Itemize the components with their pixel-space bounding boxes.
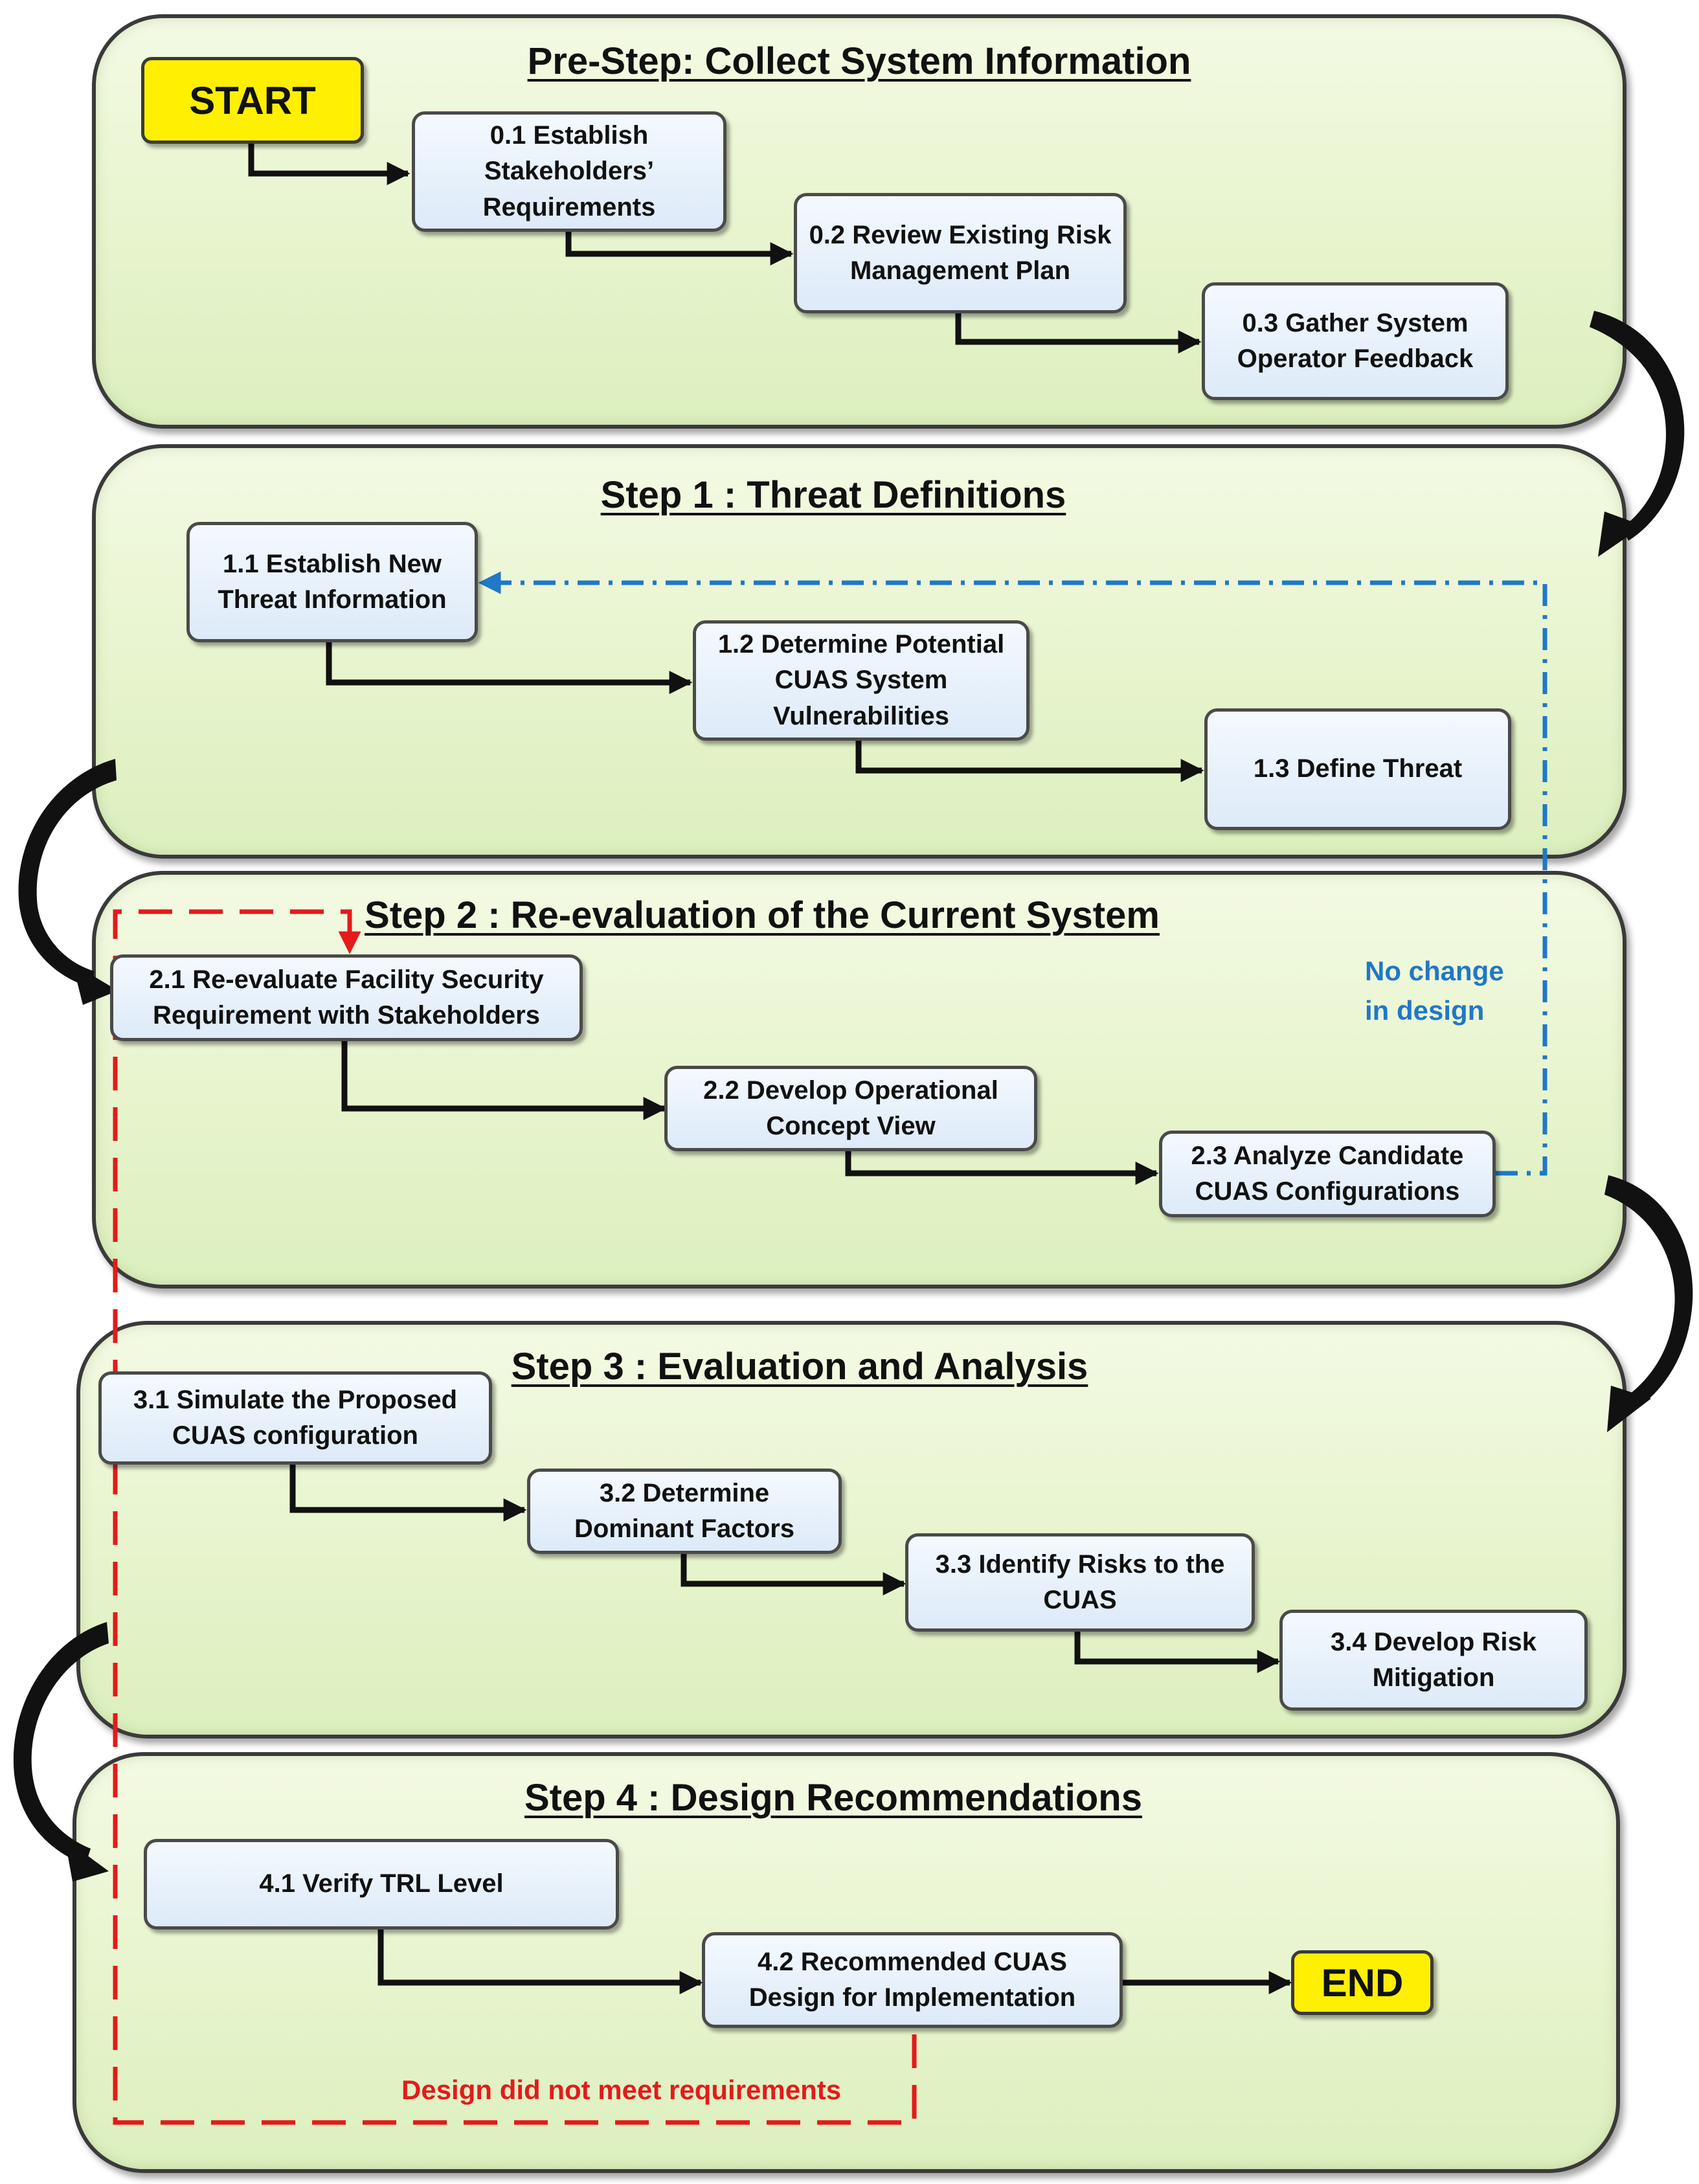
arrow-4-1-to-4-2	[377, 1928, 703, 1994]
box-0-2: 0.2 Review Existing Risk Management Plan	[794, 193, 1127, 313]
curved-arrow-step1-to-step2	[18, 759, 118, 1005]
panel-title-step-2: Step 2 : Re-evaluation of the Current Sy…	[365, 894, 1160, 936]
box-3-3: 3.3 Identify Risks to the CUAS	[905, 1533, 1255, 1632]
arrow-2-2-to-2-3	[845, 1149, 1159, 1185]
box-4-2: 4.2 Recommended CUAS Design for Implemen…	[702, 1932, 1123, 2028]
box-3-2: 3.2 Determine Dominant Factors	[527, 1469, 842, 1554]
box-3-4: 3.4 Develop Risk Mitigation	[1279, 1610, 1588, 1711]
box-1-3: 1.3 Define Threat	[1204, 708, 1511, 830]
box-2-2: 2.2 Develop Operational Concept View	[664, 1066, 1037, 1151]
not-met-feedback-line	[113, 909, 917, 2125]
arrow-3-2-to-3-3	[681, 1552, 906, 1595]
start-terminal: START	[141, 57, 364, 144]
box-4-1: 4.1 Verify TRL Level	[144, 1839, 619, 1930]
curved-arrow-step3-to-step4	[13, 1622, 109, 1882]
arrow-start-to-0-1	[248, 139, 411, 185]
arrow-1-2-to-1-3	[855, 738, 1204, 782]
no-change-label: No change in design	[1365, 956, 1504, 1026]
panel-title-step-3: Step 3 : Evaluation and Analysis	[511, 1345, 1088, 1388]
box-1-1: 1.1 Establish New Threat Information	[186, 522, 478, 642]
arrow-1-1-to-1-2	[326, 641, 693, 694]
box-0-3: 0.3 Gather System Operator Feedback	[1202, 282, 1509, 400]
arrow-0-2-to-0-3	[955, 311, 1202, 354]
panel-title-step-1: Step 1 : Threat Definitions	[600, 474, 1066, 516]
box-1-2: 1.2 Determine Potential CUAS System Vuln…	[693, 620, 1030, 741]
arrow-0-1-to-0-2	[565, 230, 794, 265]
box-0-1: 0.1 Establish Stakeholders’ Requirements	[412, 111, 726, 232]
end-terminal: END	[1291, 1950, 1434, 2015]
arrow-3-3-to-3-4	[1074, 1630, 1281, 1673]
panel-title-pre-step: Pre-Step: Collect System Information	[527, 40, 1191, 82]
box-2-3: 2.3 Analyze Candidate CUAS Configuration…	[1159, 1131, 1496, 1217]
box-3-1: 3.1 Simulate the Proposed CUAS configura…	[98, 1371, 492, 1465]
box-2-1: 2.1 Re-evaluate Facility Security Requir…	[110, 954, 583, 1041]
arrow-2-1-to-2-2	[341, 1039, 667, 1120]
curved-arrow-pre-to-step1	[1590, 311, 1685, 557]
not-met-label: Design did not meet requirements	[401, 2075, 842, 2105]
panel-title-step-4: Step 4 : Design Recommendations	[524, 1777, 1142, 1819]
arrow-3-1-to-3-2	[289, 1463, 527, 1522]
curved-arrow-step2-to-step3	[1604, 1175, 1693, 1432]
